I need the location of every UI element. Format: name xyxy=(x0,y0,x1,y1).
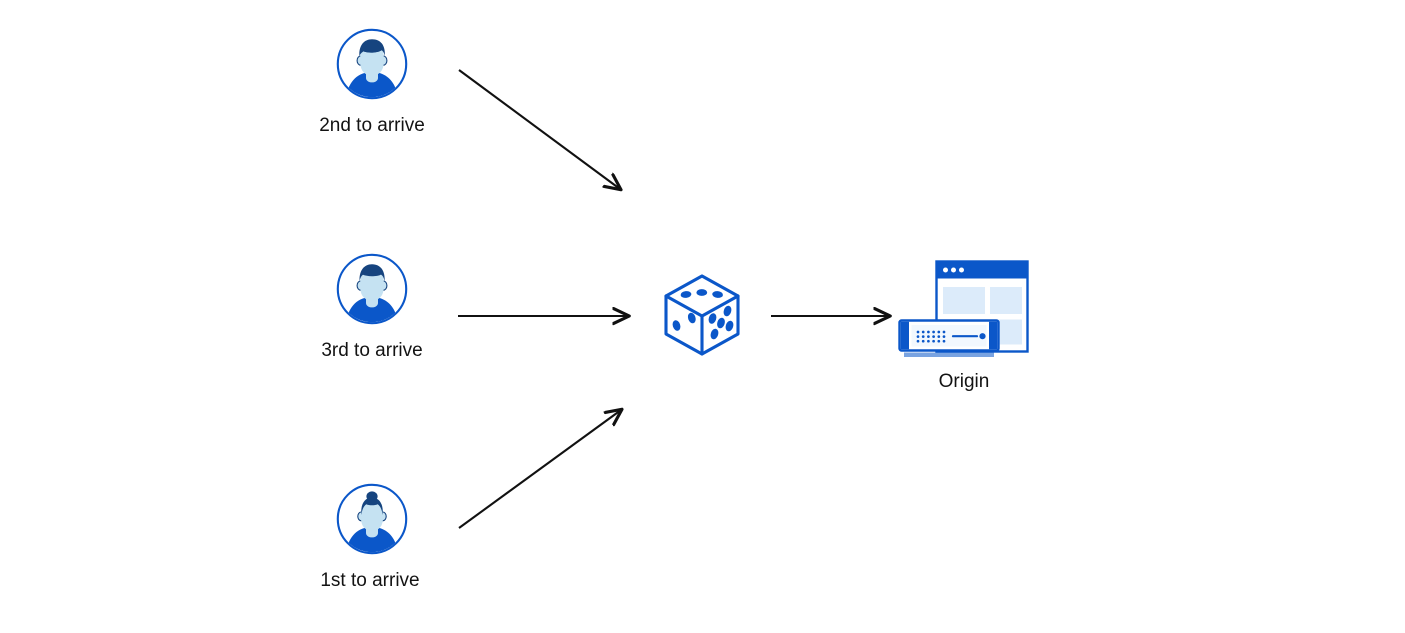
node-label-origin: Origin xyxy=(938,371,990,392)
server-device-icon xyxy=(898,319,1000,357)
node-user-3rd[interactable]: 3rd to arrive xyxy=(321,253,423,361)
node-user-2nd[interactable]: 2nd to arrive xyxy=(319,28,425,136)
user-avatar-icon xyxy=(336,253,408,325)
node-label-user-1st: 1st to arrive xyxy=(320,570,420,591)
node-randomizer[interactable] xyxy=(661,272,743,358)
origin-server-icon xyxy=(895,258,1035,370)
node-user-1st[interactable]: 1st to arrive xyxy=(320,483,420,591)
user-avatar-icon xyxy=(336,483,408,555)
node-label-user-3rd: 3rd to arrive xyxy=(321,340,423,361)
user-avatar-icon xyxy=(336,28,408,100)
connector-1st-to-randomizer xyxy=(458,410,621,529)
node-label-user-2nd: 2nd to arrive xyxy=(319,115,425,136)
dice-cube-icon xyxy=(661,272,743,358)
node-origin[interactable]: Origin xyxy=(895,258,1035,392)
